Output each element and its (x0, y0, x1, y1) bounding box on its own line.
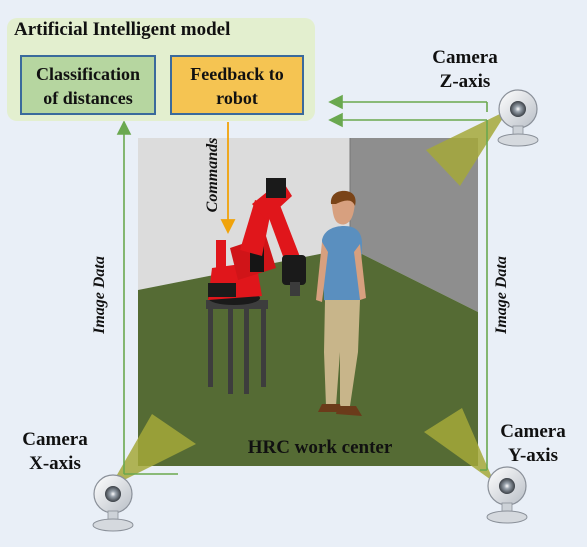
camera-z-icon (497, 89, 539, 147)
feedback-label-line2: robot (216, 88, 258, 108)
camera-y-label-line1: Camera (500, 421, 566, 442)
camera-x-label-line2: X-axis (29, 453, 81, 474)
robot-arm (208, 178, 306, 305)
hrc-work-center-label: HRC work center (247, 437, 393, 458)
right-wall (350, 138, 478, 312)
commands-label: Commands (204, 137, 221, 213)
camera-x-icon (92, 474, 134, 532)
camera-y-label-line2: Y-axis (508, 445, 558, 466)
room (138, 138, 478, 466)
camera-y-icon (486, 466, 528, 524)
feedback-box: Feedback to robot (170, 55, 304, 115)
commands-arrow (220, 122, 236, 235)
camera-z-label-line2: Z-axis (439, 71, 491, 92)
camera-z-label-line1: Camera (432, 47, 498, 68)
image-data-left-label: Image Data (91, 256, 108, 334)
classification-label-line1: Classification (35, 64, 140, 84)
ai-model-title: Artificial Intelligent model (14, 19, 231, 40)
classification-box: Classification of distances (20, 55, 156, 115)
image-data-arrows (116, 94, 488, 475)
human-worker (316, 190, 366, 416)
feedback-label-line1: Feedback to (190, 64, 284, 84)
camera-x-label-line1: Camera (22, 429, 88, 450)
camera-z-label: Camera Z-axis (405, 46, 525, 94)
camera-y-label: Camera Y-axis (478, 420, 587, 468)
camera-x-label: Camera X-axis (0, 428, 110, 476)
image-data-right-label: Image Data (493, 256, 510, 334)
classification-label-line2: of distances (43, 88, 133, 108)
